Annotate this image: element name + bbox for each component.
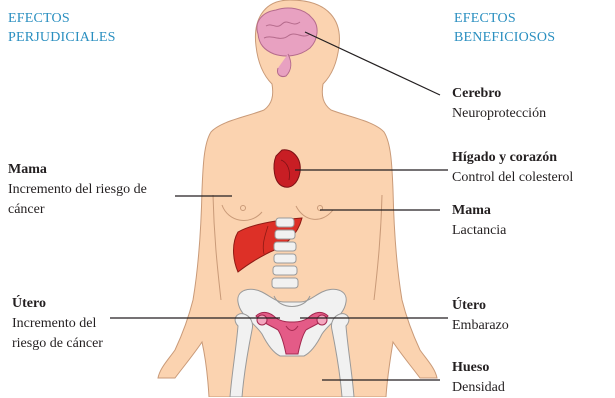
label-breast-beneficial: Mama Lactancia bbox=[452, 201, 612, 241]
label-bone: Hueso Densidad bbox=[452, 358, 612, 398]
label-breast-harmful-text: Incremento del riesgo de cáncer bbox=[8, 180, 173, 220]
label-breast-beneficial-text: Lactancia bbox=[452, 221, 612, 241]
label-breast-harmful: Mama Incremento del riesgo de cáncer bbox=[8, 160, 173, 220]
label-breast-beneficial-title: Mama bbox=[452, 201, 612, 221]
label-liver-heart: Hígado y corazón Control del colesterol bbox=[452, 148, 614, 188]
label-uterus-beneficial-title: Útero bbox=[452, 296, 612, 316]
label-liver-heart-text: Control del colesterol bbox=[452, 168, 614, 188]
label-breast-harmful-title: Mama bbox=[8, 160, 173, 180]
label-uterus-harmful-text: Incremento del riesgo de cáncer bbox=[12, 314, 110, 354]
label-uterus-harmful-title: Útero bbox=[12, 294, 110, 314]
label-liver-heart-title: Hígado y corazón bbox=[452, 148, 614, 168]
label-bone-text: Densidad bbox=[452, 378, 612, 398]
heart-icon bbox=[274, 150, 300, 187]
label-brain-title: Cerebro bbox=[452, 84, 612, 104]
label-bone-title: Hueso bbox=[452, 358, 612, 378]
label-brain-text: Neuroprotección bbox=[452, 104, 612, 124]
label-uterus-harmful: Útero Incremento del riesgo de cáncer bbox=[12, 294, 110, 354]
label-uterus-beneficial: Útero Embarazo bbox=[452, 296, 612, 336]
label-uterus-beneficial-text: Embarazo bbox=[452, 316, 612, 336]
label-brain: Cerebro Neuroprotección bbox=[452, 84, 612, 124]
